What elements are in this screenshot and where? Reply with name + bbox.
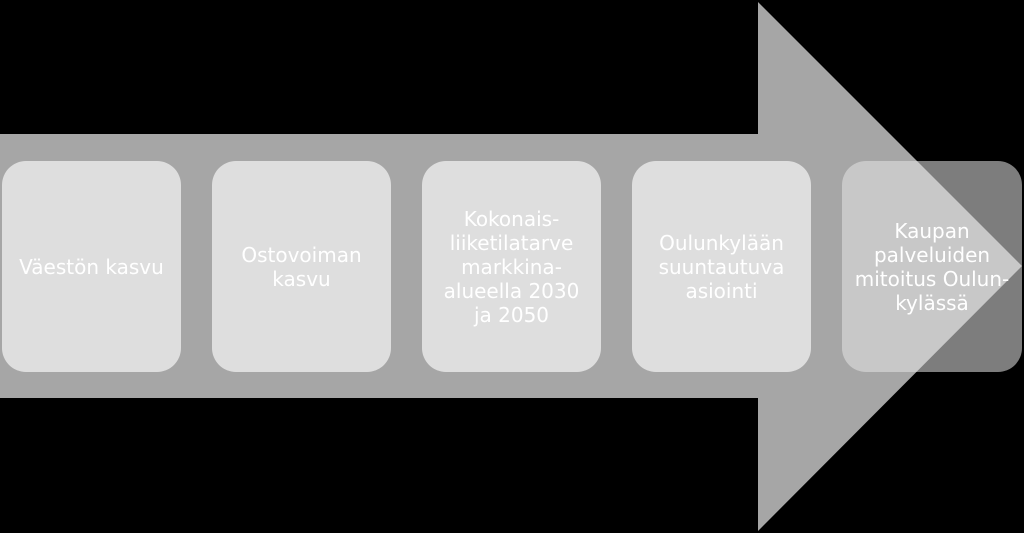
- step-box-visits-to-oulunkyla: Oulunkylään suuntautuva asiointi: [632, 161, 811, 372]
- step-label: Kokonais-liiketilatarve markkina-alueell…: [443, 206, 580, 327]
- step-box-purchasing-power-growth: Ostovoiman kasvu: [212, 161, 391, 372]
- step-label: Väestön kasvu: [19, 254, 164, 279]
- step-label: Oulunkylään suuntautuva asiointi: [658, 230, 785, 303]
- step-label: Ostovoiman kasvu: [241, 242, 362, 291]
- step-label: Kaupan palveluiden mitoitus Oulun-kyläss…: [854, 218, 1010, 315]
- step-box-total-retail-space-demand: Kokonais-liiketilatarve markkina-alueell…: [422, 161, 601, 372]
- step-box-retail-dimensioning: Kaupan palveluiden mitoitus Oulun-kyläss…: [842, 161, 1022, 372]
- step-box-population-growth: Väestön kasvu: [2, 161, 181, 372]
